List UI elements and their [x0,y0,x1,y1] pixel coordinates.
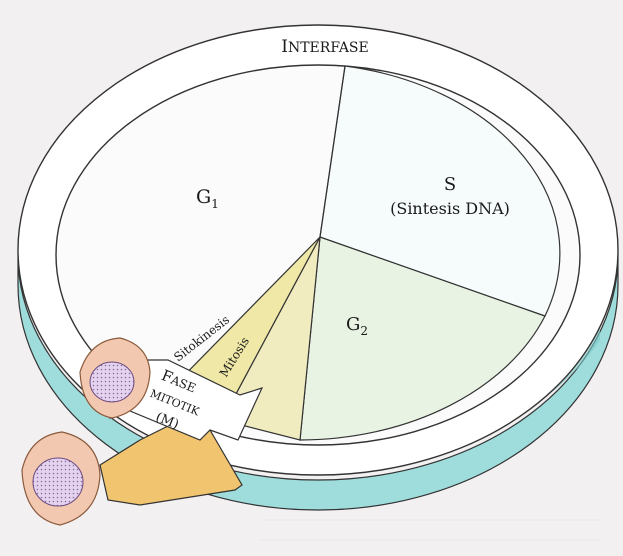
interfase-label: INTERFASE [281,37,369,57]
nucleus-top [90,362,134,402]
s-detail-label: (Sintesis DNA) [390,199,510,218]
nucleus-bottom [33,458,83,506]
dividing-cell-bottom [22,432,100,525]
s-label: S [444,174,456,195]
